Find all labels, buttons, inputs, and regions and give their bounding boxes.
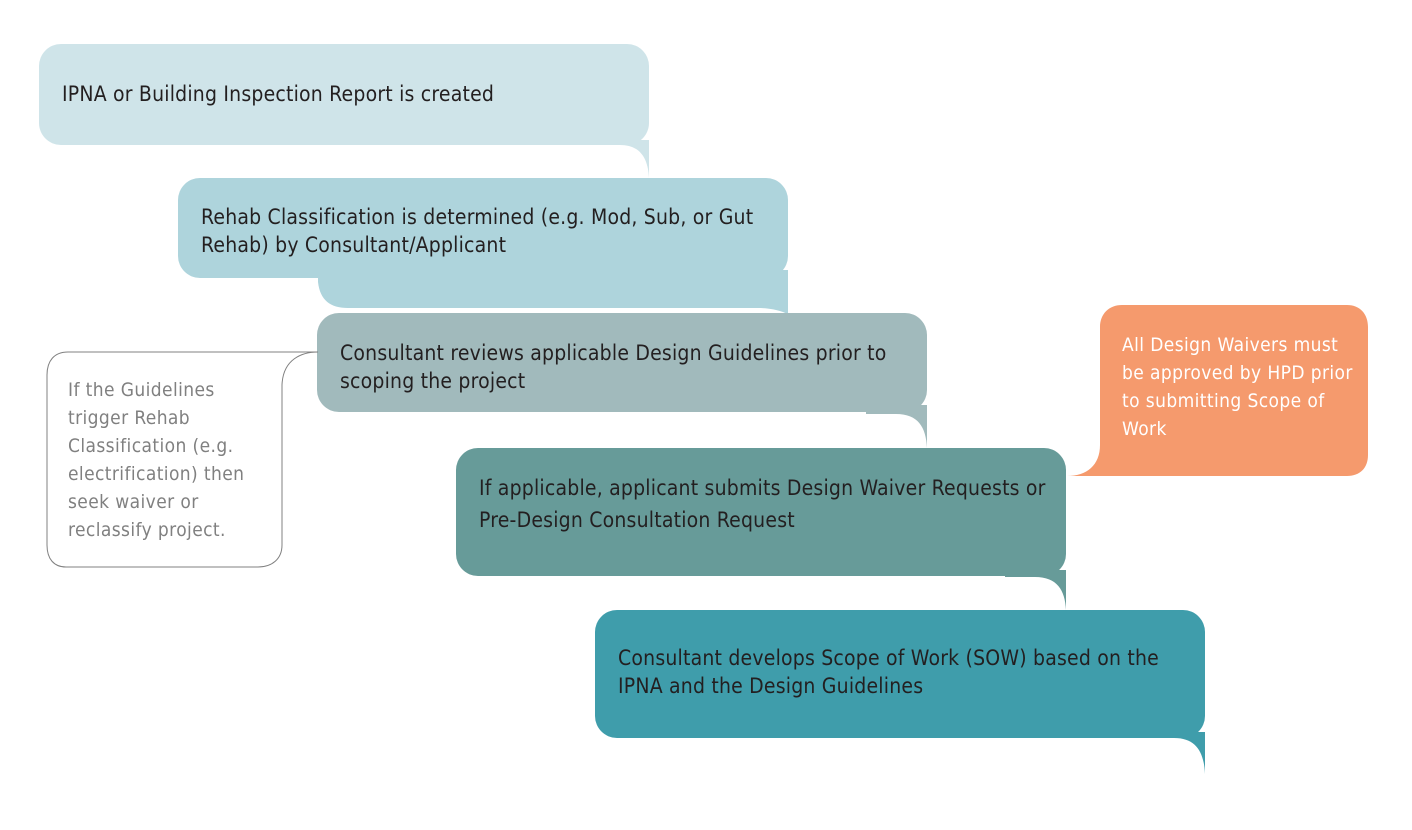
step-1-tail bbox=[590, 140, 649, 178]
step-4-box: If applicable, applicant submits Design … bbox=[456, 448, 1066, 576]
step-2-box: Rehab Classification is determined (e.g.… bbox=[178, 178, 788, 278]
step-3-box: Consultant reviews applicable Design Gui… bbox=[317, 313, 927, 412]
step-5-text: Consultant develops Scope of Work (SOW) … bbox=[618, 646, 1159, 698]
right-note-shape bbox=[1067, 305, 1368, 476]
step-1-text: IPNA or Building Inspection Report is cr… bbox=[62, 82, 495, 106]
step-5-tail bbox=[1144, 732, 1205, 774]
step-1-box: IPNA or Building Inspection Report is cr… bbox=[39, 44, 649, 145]
right-note-text: All Design Waivers must be approved by H… bbox=[1122, 334, 1353, 440]
left-note-text: If the Guidelines trigger Rehab Classifi… bbox=[68, 379, 245, 541]
step-3-tail bbox=[866, 405, 927, 448]
step-2-text: Rehab Classification is determined (e.g.… bbox=[201, 205, 754, 257]
step-3-text: Consultant reviews applicable Design Gui… bbox=[340, 341, 887, 393]
step-2-tail bbox=[318, 270, 788, 314]
left-note-outline bbox=[46, 351, 319, 568]
step-4-tail bbox=[1005, 570, 1066, 610]
step-4-text: If applicable, applicant submits Design … bbox=[479, 476, 1046, 532]
step-5-box: Consultant develops Scope of Work (SOW) … bbox=[595, 610, 1205, 738]
